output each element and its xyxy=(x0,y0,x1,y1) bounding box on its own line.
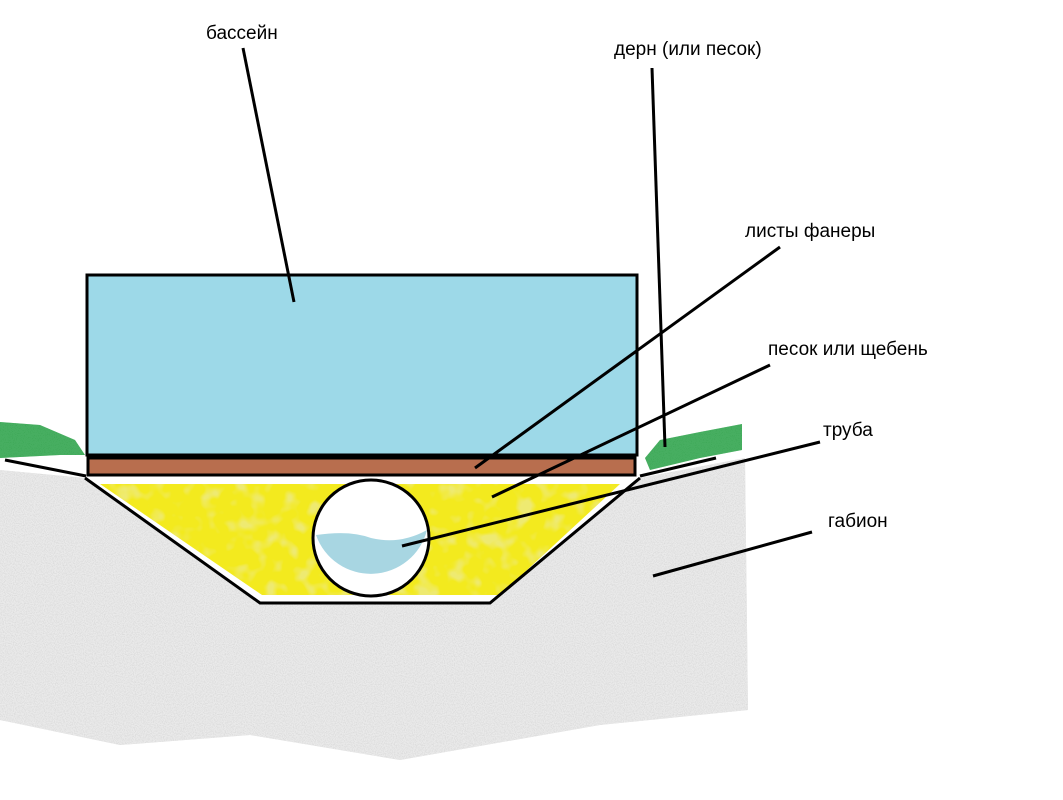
label-pool: бассейн xyxy=(206,23,278,44)
pipe xyxy=(311,478,431,598)
label-pipe: труба xyxy=(823,420,873,441)
gabion-gravel xyxy=(0,458,748,760)
trench-outline xyxy=(84,476,641,605)
ground-line-left xyxy=(4,458,87,478)
label-turf: дерн (или песок) xyxy=(614,39,762,60)
ground-line-right xyxy=(639,456,717,478)
turf-left-texture xyxy=(0,422,85,458)
leader-sand xyxy=(491,363,771,499)
label-plywood: листы фанеры xyxy=(745,221,876,242)
pool-body xyxy=(85,273,639,457)
turf-patches xyxy=(0,422,742,470)
leader-pipe xyxy=(401,440,821,548)
leader-plywood xyxy=(474,245,781,470)
label-sand-or-gravel: песок или щебень xyxy=(768,339,928,360)
label-gabion: габион xyxy=(828,511,888,532)
turf-right-texture xyxy=(645,424,742,470)
gabion-texture xyxy=(0,458,748,760)
leader-pool xyxy=(241,47,296,303)
pipe-water xyxy=(316,530,427,574)
leader-gabion xyxy=(652,530,813,578)
leader-lines xyxy=(241,47,821,578)
leader-turf xyxy=(650,67,667,448)
plywood-sheet xyxy=(86,456,637,477)
